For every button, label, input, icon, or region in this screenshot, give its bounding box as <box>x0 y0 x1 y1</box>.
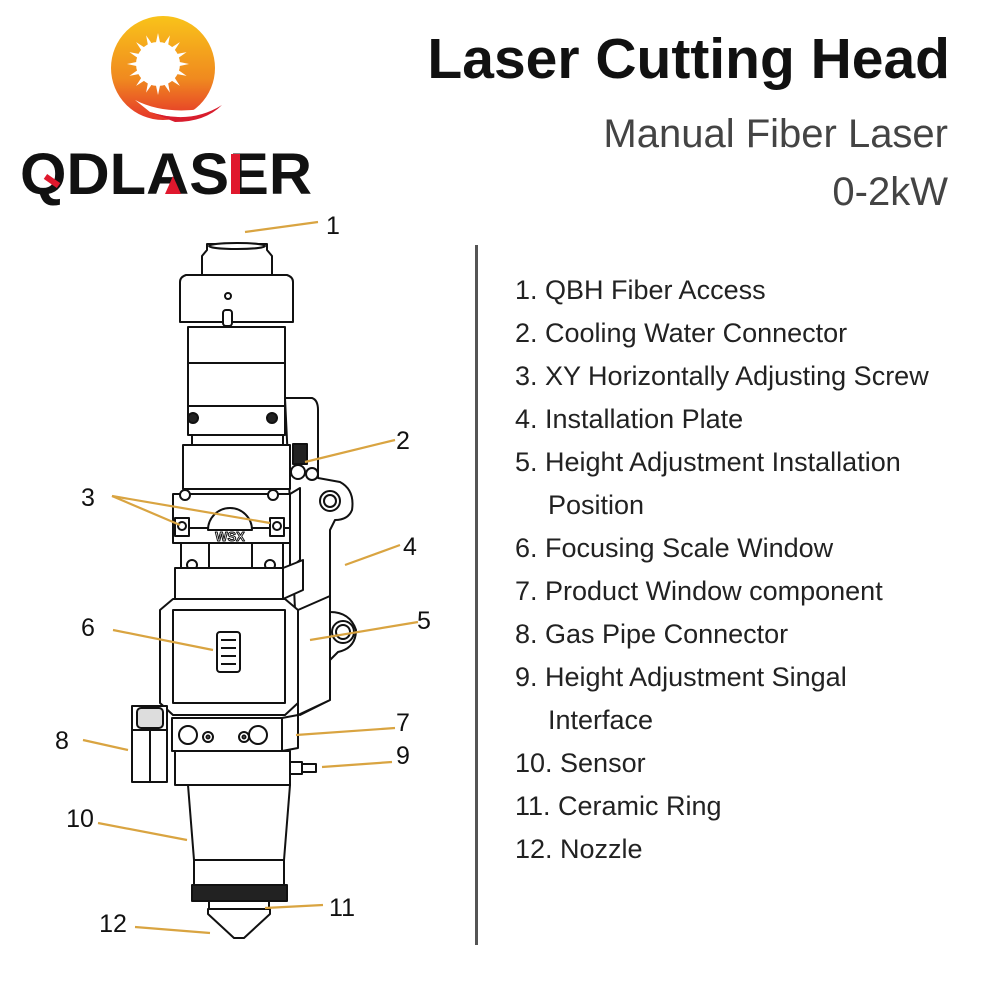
leader-line <box>82 738 129 752</box>
callout-number: 11 <box>329 894 355 922</box>
sun-emblem-icon <box>111 16 222 122</box>
sun-ray <box>155 33 161 45</box>
cooling-water-connector <box>292 443 308 465</box>
part-item: 2. Cooling Water Connector <box>515 318 848 348</box>
callout-number: 12 <box>99 910 127 938</box>
part-item: 4. Installation Plate <box>515 404 744 434</box>
leader-line <box>111 494 181 527</box>
callout-number: 5 <box>417 607 431 635</box>
focusing-scale-window <box>216 631 241 673</box>
part-item: 10. Sensor <box>515 748 646 778</box>
callout-number: 7 <box>396 709 410 737</box>
leader-line <box>111 494 271 525</box>
part-item-continuation: Interface <box>548 705 654 735</box>
sensor <box>187 784 291 887</box>
callout-number: 2 <box>396 427 410 455</box>
leader-line <box>264 903 324 910</box>
part-item: 7. Product Window component <box>515 576 883 606</box>
callout-number: 3 <box>81 484 95 512</box>
part-item: 6. Focusing Scale Window <box>515 533 834 563</box>
sun-ray <box>129 52 141 59</box>
qdlaser-logo: QDLASER <box>20 16 312 207</box>
sun-ray <box>146 35 153 47</box>
leader-line <box>295 726 396 737</box>
leader-line <box>97 821 188 842</box>
sun-ray <box>155 83 161 95</box>
brand-wordmark: QDLASER <box>20 142 312 207</box>
divider <box>475 245 478 945</box>
part-item: 12. Nozzle <box>515 834 643 864</box>
part-item: 3. XY Horizontally Adjusting Screw <box>515 361 929 391</box>
sun-ray <box>146 81 153 93</box>
callout-number: 9 <box>396 742 410 770</box>
sun-ray <box>175 52 187 59</box>
page-title: Laser Cutting Head <box>427 27 950 91</box>
ceramic-ring <box>191 884 288 902</box>
sun-ray <box>170 42 180 52</box>
sun-ray <box>175 69 187 76</box>
sun-ray <box>163 81 170 93</box>
subtitle: Manual Fiber Laser <box>603 112 948 156</box>
part-item: 5. Height Adjustment Installation <box>515 447 901 477</box>
sun-ray <box>136 42 146 52</box>
wsx-engraving: WSX <box>215 529 245 544</box>
leader-line <box>304 438 396 464</box>
leader-line <box>134 925 211 935</box>
sun-ray <box>129 69 141 76</box>
power-range: 0-2kW <box>832 170 948 214</box>
callout-number: 1 <box>326 212 340 240</box>
height-signal-interface <box>289 761 303 775</box>
part-item: 9. Height Adjustment Singal <box>515 662 847 692</box>
sun-ray <box>170 76 180 86</box>
callout-number: 4 <box>403 533 417 561</box>
leader-line <box>309 620 419 642</box>
part-item: 8. Gas Pipe Connector <box>515 619 789 649</box>
part-item-continuation: Position <box>548 490 645 520</box>
leader-line <box>344 543 401 567</box>
sun-ray <box>127 61 139 67</box>
part-item: 11. Ceramic Ring <box>515 791 722 821</box>
sun-ray <box>163 35 170 47</box>
sun-ray <box>177 61 189 67</box>
callout-number: 8 <box>55 727 69 755</box>
sun-ray <box>136 76 146 86</box>
nozzle <box>207 908 271 939</box>
leader-line <box>244 220 319 234</box>
callout-number: 10 <box>66 805 94 833</box>
part-item: 1. QBH Fiber Access <box>515 275 766 305</box>
leader-line <box>321 760 393 769</box>
callout-number: 6 <box>81 614 95 642</box>
leader-line <box>112 628 214 652</box>
